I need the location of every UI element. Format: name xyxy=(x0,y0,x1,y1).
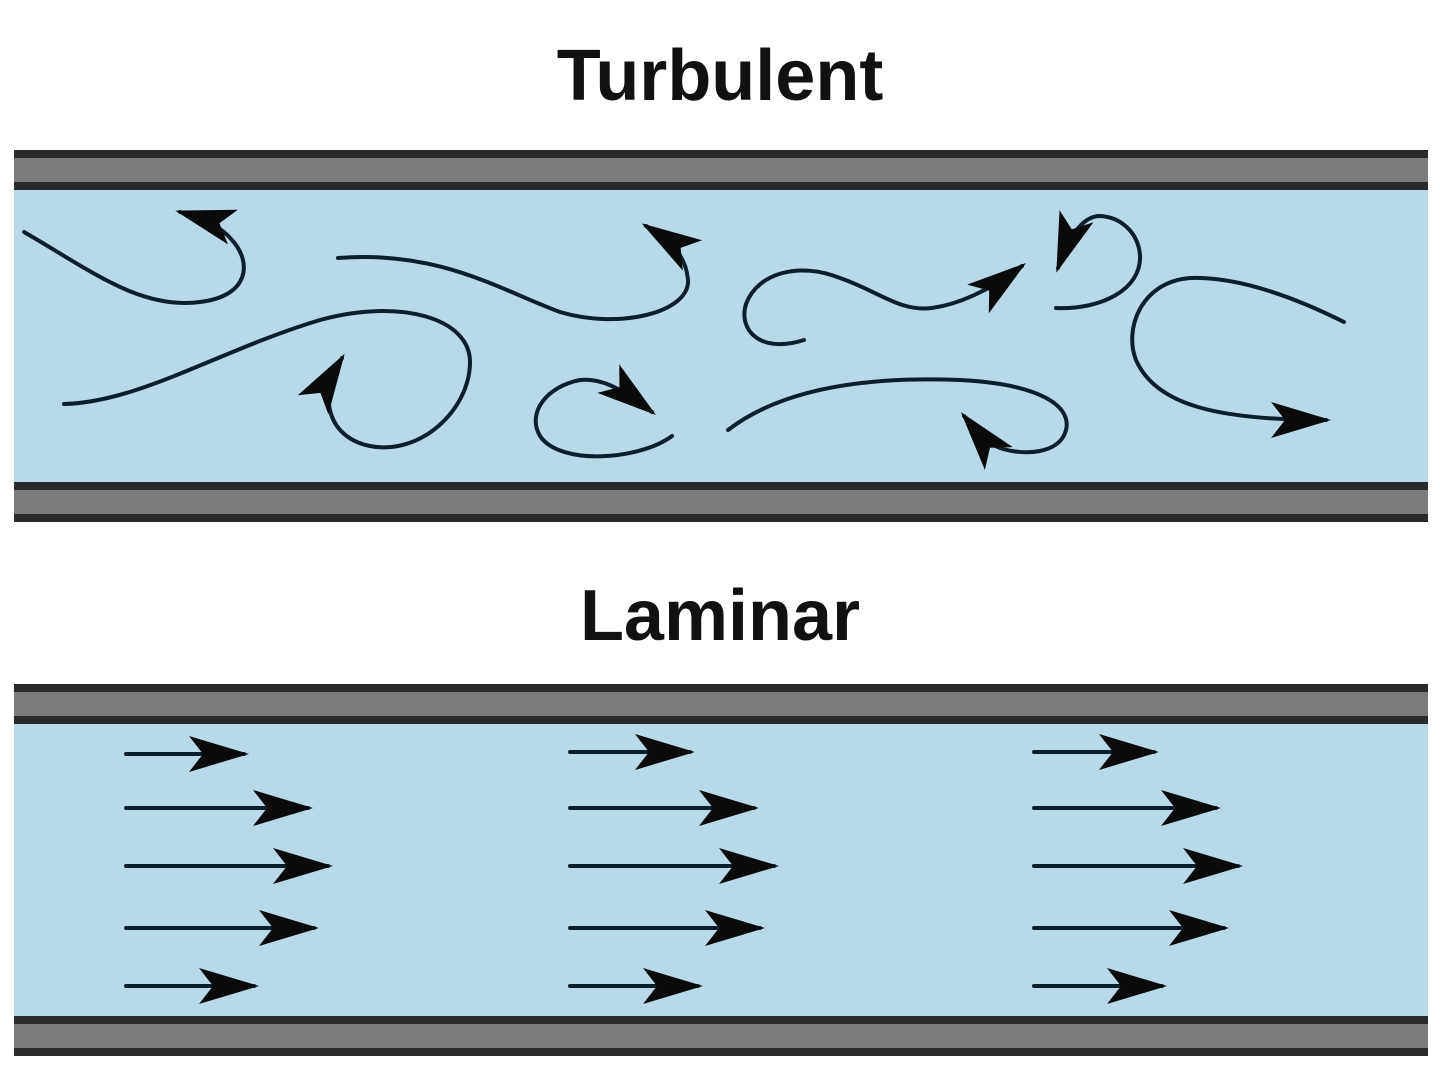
laminar-pipe xyxy=(14,684,1428,1056)
turbulent-fluid xyxy=(14,190,1428,482)
turbulent-title: Turbulent xyxy=(556,36,884,116)
laminar-fluid xyxy=(14,724,1428,1016)
turbulent-eddy-arrow xyxy=(1130,275,1346,438)
laminar-title: Laminar xyxy=(579,576,861,656)
turbulent-eddy-arrow xyxy=(533,364,674,459)
turbulent-eddy-arrow xyxy=(726,377,1069,470)
turbulent-bottom-wall xyxy=(14,482,1428,522)
turbulent-eddy-arrow xyxy=(336,223,703,322)
laminar-bottom-wall xyxy=(14,1016,1428,1056)
turbulent-top-wall xyxy=(14,150,1428,190)
turbulent-eddy-arrow xyxy=(1054,210,1143,311)
turbulent-eddy-arrow xyxy=(742,263,1027,347)
turbulent-pipe xyxy=(14,150,1428,522)
turbulent-eddy-arrow xyxy=(22,209,246,305)
laminar-top-wall xyxy=(14,684,1428,724)
turbulent-eddy-arrow xyxy=(62,309,473,450)
